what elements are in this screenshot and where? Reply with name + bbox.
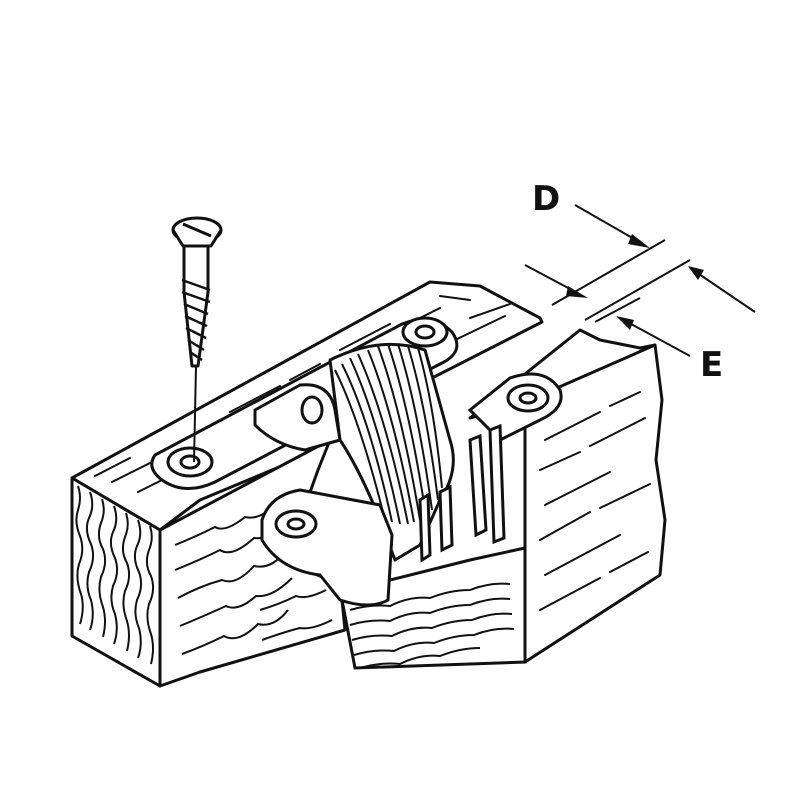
hinge-link-lines (334, 343, 443, 525)
screw-thread (181, 278, 211, 362)
wood-screw (171, 216, 223, 368)
dimension-label-d: D (532, 179, 560, 219)
right-mounting-plate (467, 372, 563, 442)
mortise-cutout (340, 546, 527, 670)
hinge-pivot-tab (253, 383, 342, 452)
right-front-grain (539, 391, 651, 611)
hinge-lower-block (260, 488, 394, 607)
end-grain-texture (75, 485, 155, 665)
dimension-lines (524, 204, 756, 357)
hinge-guide-posts (418, 423, 506, 563)
dimension-label-e: E (700, 345, 723, 385)
screw-axis-line (193, 365, 197, 463)
side-grain-texture (174, 500, 333, 655)
